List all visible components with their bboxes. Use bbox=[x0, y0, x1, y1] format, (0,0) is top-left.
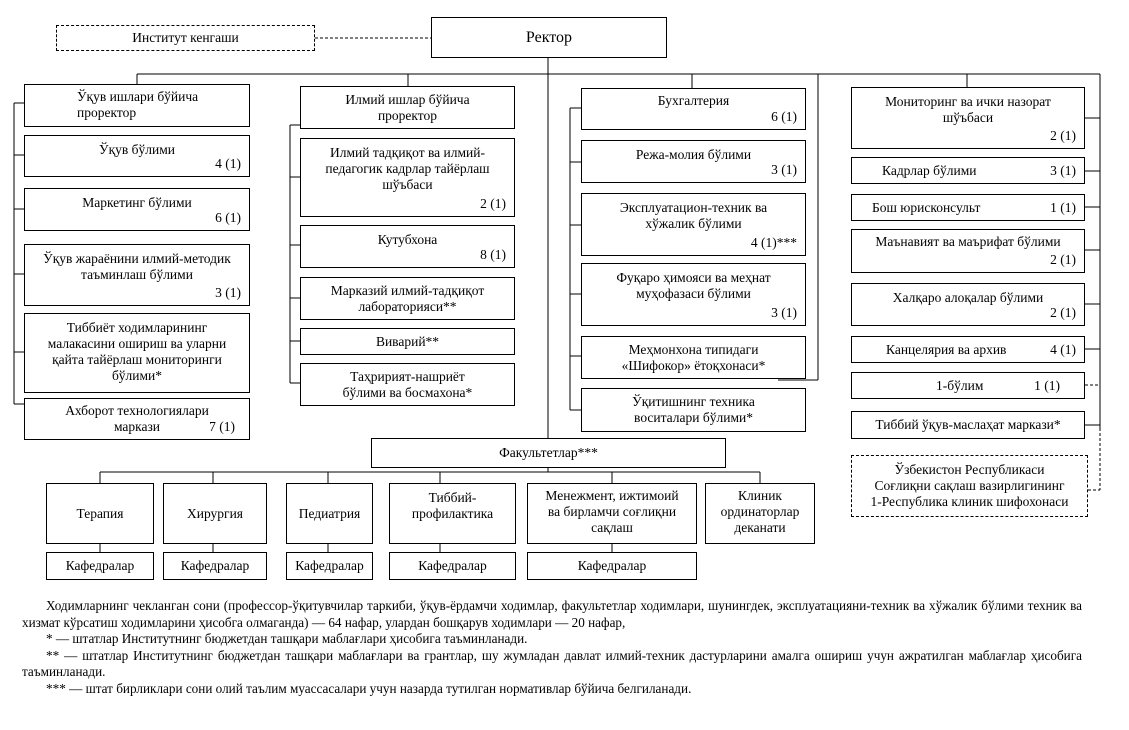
science-vice-rector-box: Илмий ишлар бўйича проректор bbox=[300, 86, 515, 129]
ministry-hospital-label: Ўзбекистон Республикаси Соғлиқни сақлаш … bbox=[870, 462, 1069, 509]
unit-box: Виварий** bbox=[300, 328, 515, 355]
faculties-title: Факультетлар*** bbox=[499, 445, 598, 460]
faculty-box: Менежмент, ижтимоий ва бирламчи соғлиқни… bbox=[527, 483, 697, 544]
unit-box: Таҳририят-нашриёт бўлими ва босмахона* bbox=[300, 363, 515, 406]
departments-box: Кафедралар bbox=[527, 552, 697, 580]
unit-box: Илмий тадқиқот ва илмий- педагогик кадрл… bbox=[300, 138, 515, 217]
faculty-box: Тиббий- профилактика bbox=[389, 483, 516, 544]
unit-box: Марказий илмий-тадқиқот лабораторияси** bbox=[300, 277, 515, 320]
footnotes: Ходимларнинг чекланган сони (профессор-ў… bbox=[22, 598, 1082, 698]
note-double-star: ** — штатлар Институтнинг бюджетдан ташқ… bbox=[22, 647, 1082, 680]
note-triple-star: *** — штат бирликлари сони олий таълим м… bbox=[46, 680, 692, 696]
ministry-hospital-box: Ўзбекистон Республикаси Соғлиқни сақлаш … bbox=[851, 455, 1088, 517]
departments-box: Кафедралар bbox=[389, 552, 516, 580]
note-staff-limit: Ходимларнинг чекланган сони (профессор-ў… bbox=[22, 598, 1082, 630]
unit-box: Фуқаро ҳимояси ва меҳнат муҳофазаси бўли… bbox=[581, 263, 806, 326]
rector-box: Ректор bbox=[431, 17, 667, 58]
unit-box: Ўқитишнинг техника воситалари бўлими* bbox=[581, 388, 806, 432]
faculty-box: Терапия bbox=[46, 483, 154, 544]
departments-box: Кафедралар bbox=[46, 552, 154, 580]
academic-vice-rector-label: Ўқув ишлари бўйича проректор bbox=[77, 89, 199, 120]
faculty-box: Клиник ординаторлар деканати bbox=[705, 483, 815, 544]
note-single-star: * — штатлар Институтнинг бюджетдан ташқа… bbox=[46, 631, 528, 647]
unit-box: Ўқув жараёнини илмий-методик таъминлаш б… bbox=[24, 244, 250, 306]
unit-box: Тиббий ўқув-маслаҳат маркази* bbox=[851, 411, 1085, 439]
faculties-box: Факультетлар*** bbox=[371, 438, 726, 468]
departments-box: Кафедралар bbox=[163, 552, 267, 580]
unit-box: Меҳмонхона типидаги «Шифокор» ётоқхонаси… bbox=[581, 336, 806, 379]
science-vice-rector-label: Илмий ишлар бўйича проректор bbox=[345, 91, 470, 123]
faculty-box: Хирургия bbox=[163, 483, 267, 544]
departments-box: Кафедралар bbox=[286, 552, 373, 580]
faculty-box: Педиатрия bbox=[286, 483, 373, 544]
rector-label: Ректор bbox=[525, 28, 573, 46]
unit-box: Тиббиёт ходимларининг малакасини ошириш … bbox=[24, 313, 250, 393]
academic-vice-rector-box: Ўқув ишлари бўйича проректор bbox=[24, 84, 250, 127]
council-box: Институт кенгаши bbox=[56, 25, 315, 51]
council-label: Институт кенгаши bbox=[132, 30, 239, 45]
